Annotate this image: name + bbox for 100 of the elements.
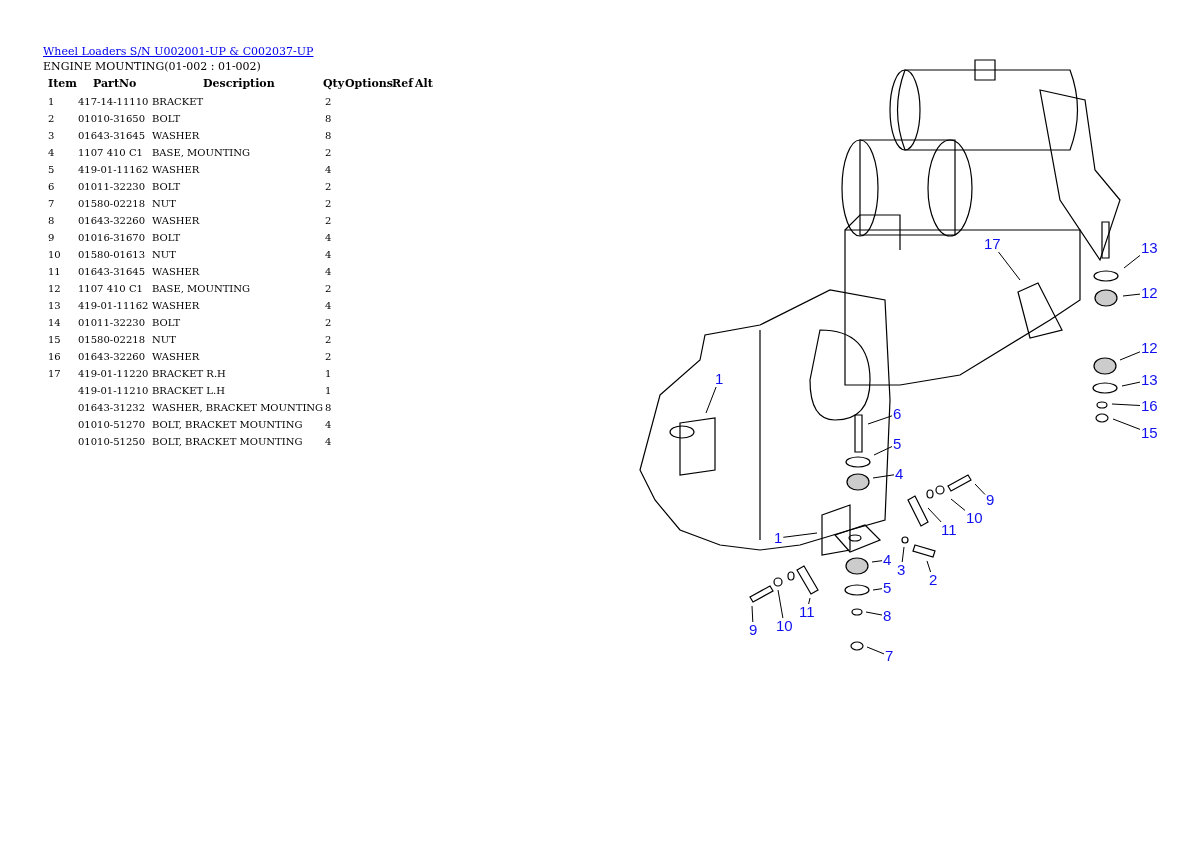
callout-number: 11 [940,522,958,538]
callout-number: 15 [1140,425,1159,441]
leader-line [927,507,942,523]
quantity-cell: 1 [325,367,332,380]
item-number-cell: 8 [48,214,55,227]
leader-line [1119,351,1141,361]
quantity-cell: 4 [325,299,332,312]
leader-line [1121,381,1141,387]
item-number-cell: 7 [48,197,55,210]
item-number-cell: 6 [48,180,55,193]
item-number-cell: 15 [48,333,61,346]
part-number-cell: 01643-32260 [78,214,145,227]
quantity-cell: 2 [325,282,332,295]
leader-line [1122,293,1141,297]
callout-number: 5 [892,436,903,452]
leader-line [872,474,895,479]
callout-number: 10 [965,510,984,526]
callout-number: 3 [896,562,907,578]
leader-line [782,532,818,538]
title-link: Wheel Loaders S/N U002001-UP & C002037-UP [43,45,314,58]
item-number-cell: 10 [48,248,61,261]
description-cell: BOLT, BRACKET MOUNTING [152,418,303,431]
callout-number: 11 [798,604,816,620]
leader-line [865,611,883,616]
description-cell: BOLT, BRACKET MOUNTING [152,435,303,448]
description-cell: WASHER [152,350,200,363]
quantity-cell: 4 [325,231,332,244]
callout-number: 12 [1140,340,1159,356]
callout-number: 10 [775,618,794,634]
part-number-cell: 01643-31232 [78,401,145,414]
description-cell: BRACKET R.H [152,367,226,380]
item-number-cell: 5 [48,163,55,176]
part-number-cell: 01011-32230 [78,180,145,193]
quantity-cell: 2 [325,316,332,329]
description-cell: NUT [152,248,176,261]
description-cell: BOLT [152,231,181,244]
part-number-cell: 1107 410 C1 [78,282,143,295]
description-cell: BASE, MOUNTING [152,282,251,295]
part-number-cell: 419-01-11210 [78,384,149,397]
leader-line [974,483,986,495]
item-number-cell: 14 [48,316,61,329]
callout-number: 9 [985,492,996,508]
item-number-cell: 2 [48,112,55,125]
item-number-cell: 4 [48,146,55,159]
item-number-cell: 17 [48,367,61,380]
quantity-cell: 2 [325,350,332,363]
callout-number: 9 [748,622,759,638]
part-number-cell: 01580-02218 [78,333,145,346]
part-number-cell: 419-01-11220 [78,367,149,380]
leader-line [705,386,717,414]
quantity-cell: 4 [325,163,332,176]
quantity-cell: 2 [325,95,332,108]
section-heading: ENGINE MOUNTING(01-002 : 01-002) [43,60,261,73]
description-cell: WASHER, BRACKET MOUNTING [152,401,324,414]
leader-line [873,446,893,456]
part-number-cell: 01011-32230 [78,316,145,329]
part-number-cell: 1107 410 C1 [78,146,143,159]
quantity-cell: 4 [325,418,332,431]
callout-number: 5 [882,580,893,596]
leader-line [872,588,883,591]
quantity-cell: 8 [325,112,332,125]
column-header: PartNo [93,77,137,90]
callout-number: 12 [1140,285,1159,301]
item-number-cell: 11 [48,265,61,278]
callout-number: 6 [892,406,903,422]
part-number-cell: 01010-31650 [78,112,145,125]
column-header: Alt [415,77,433,90]
part-number-cell: 01643-32260 [78,350,145,363]
leader-line [998,251,1021,281]
description-cell: NUT [152,333,176,346]
part-number-cell: 01010-51250 [78,435,145,448]
leader-line [1112,418,1141,430]
part-number-cell: 01016-31670 [78,231,145,244]
description-cell: WASHER [152,299,200,312]
leader-line [866,646,885,655]
leader-line [751,605,754,623]
callout-number: 4 [882,552,893,568]
quantity-cell: 2 [325,333,332,346]
part-number-cell: 01580-01613 [78,248,145,261]
callout-number: 13 [1140,240,1159,256]
quantity-cell: 2 [325,146,332,159]
part-number-cell: 01010-51270 [78,418,145,431]
description-cell: BOLT [152,180,181,193]
item-number-cell: 9 [48,231,55,244]
leader-line [901,546,905,563]
part-number-cell: 417-14-11110 [78,95,149,108]
part-number-cell: 01643-31645 [78,129,145,142]
quantity-cell: 1 [325,384,332,397]
leader-line [808,597,811,605]
part-number-cell: 419-01-11162 [78,163,149,176]
description-cell: WASHER [152,214,200,227]
column-header: Item [48,77,77,90]
quantity-cell: 4 [325,265,332,278]
item-number-cell: 16 [48,350,61,363]
column-header: Ref [392,77,413,90]
description-cell: WASHER [152,163,200,176]
item-number-cell: 12 [48,282,61,295]
item-number-cell: 3 [48,129,55,142]
callout-number: 16 [1140,398,1159,414]
leader-line [1123,254,1141,269]
